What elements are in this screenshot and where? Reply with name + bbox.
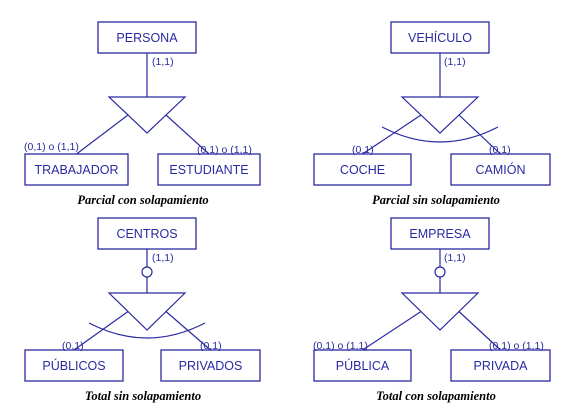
- isa-triangle: [400, 96, 480, 134]
- child-cardinality: (0,1): [489, 144, 511, 156]
- entity-estudiante: ESTUDIANTE: [157, 153, 261, 186]
- isa-triangle: [107, 96, 187, 134]
- child-link: [362, 114, 422, 155]
- caption: Parcial con solapamiento: [77, 193, 208, 207]
- entity-camion: CAMIÓN: [450, 153, 551, 186]
- entity-label: ESTUDIANTE: [169, 163, 248, 177]
- child-cardinality: (0,1) o (1,1): [197, 144, 252, 156]
- child-cardinality: (0,1) o (1,1): [313, 340, 368, 352]
- entity-label: PRIVADOS: [179, 359, 243, 373]
- total-participation-circle: [141, 266, 153, 278]
- parent-cardinality: (1,1): [444, 252, 466, 264]
- child-cardinality: (0,1): [200, 340, 222, 352]
- child-cardinality: (0,1): [352, 144, 374, 156]
- child-link: [76, 114, 129, 155]
- entity-label: VEHÍCULO: [408, 30, 472, 45]
- disjoint-arc: [381, 126, 499, 143]
- child-link: [73, 311, 129, 351]
- generalization-vehiculo: VEHÍCULO (1,1) COCHE (0,1) CAMIÓN (0,1) Parcia…: [313, 21, 551, 207]
- entity-label: PRIVADA: [474, 359, 529, 373]
- parent-cardinality: (1,1): [152, 56, 174, 68]
- entity-centros: CENTROS: [97, 217, 197, 250]
- generalization-empresa: EMPRESA (1,1) PÚBLICA (0,1) o (1,1) PRIVADA (…: [313, 217, 551, 403]
- entity-label: CENTROS: [116, 227, 177, 241]
- entity-label: TRABAJADOR: [34, 163, 118, 177]
- isa-triangle: [107, 292, 187, 331]
- generalization-persona: PERSONA (1,1) TRABAJADOR (0,1) o (1,1) ESTUD…: [24, 21, 261, 207]
- entity-label: CAMIÓN: [476, 162, 526, 177]
- entity-vehiculo: VEHÍCULO: [390, 21, 490, 54]
- entity-publica: PÚBLICA: [313, 349, 412, 382]
- caption: Total sin solapamiento: [85, 389, 201, 403]
- child-cardinality: (0,1) o (1,1): [24, 141, 79, 153]
- child-link: [165, 114, 210, 155]
- child-cardinality: (0,1) o (1,1): [489, 340, 544, 352]
- entity-empresa: EMPRESA: [390, 217, 490, 250]
- generalization-centros: CENTROS (1,1) PÚBLICOS (0,1) PRIVADOS (0,1) To…: [24, 217, 261, 403]
- entity-trabajador: TRABAJADOR: [24, 153, 129, 186]
- entity-label: PÚBLICA: [336, 358, 390, 373]
- entity-label: PÚBLICOS: [42, 358, 105, 373]
- entity-label: PERSONA: [116, 31, 178, 45]
- entity-label: COCHE: [340, 163, 385, 177]
- isa-triangle: [400, 292, 480, 331]
- caption: Parcial sin solapamiento: [372, 193, 500, 207]
- child-cardinality: (0,1): [62, 340, 84, 352]
- child-link: [458, 311, 501, 351]
- disjoint-arc: [88, 322, 206, 339]
- parent-cardinality: (1,1): [444, 56, 466, 68]
- caption: Total con solapamiento: [376, 389, 496, 403]
- entity-label: EMPRESA: [409, 227, 471, 241]
- entity-privada: PRIVADA: [450, 349, 551, 382]
- entity-publicos: PÚBLICOS: [24, 349, 124, 382]
- entity-persona: PERSONA: [97, 21, 197, 54]
- child-link: [362, 310, 422, 351]
- total-participation-circle: [434, 266, 446, 278]
- entity-privados: PRIVADOS: [160, 349, 261, 382]
- parent-cardinality: (1,1): [152, 252, 174, 264]
- entity-coche: COCHE: [313, 153, 412, 186]
